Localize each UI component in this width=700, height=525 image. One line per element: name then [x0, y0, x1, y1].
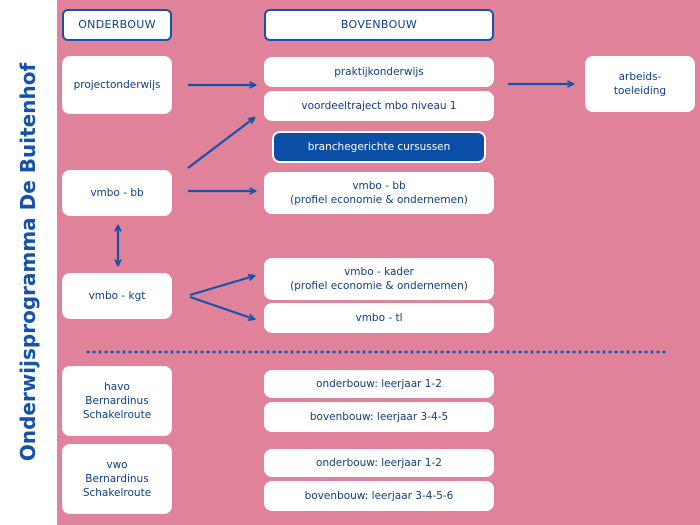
box-branchegerichte-cursussen: branchegerichte cursussen — [272, 131, 486, 163]
box-vwo-onderbouw: onderbouw: leerjaar 1-2 — [264, 449, 494, 477]
box-arbeidstoeleiding: arbeids- toeleiding — [585, 56, 695, 112]
arrow-vmbo-bb-to-voordeeltraject — [187, 118, 254, 169]
box-praktijkonderwijs: praktijkonderwijs — [264, 57, 494, 87]
box-vmbo-kgt-left: vmbo - kgt — [62, 273, 172, 319]
box-vmbo-bb-right: vmbo - bb (profiel economie & ondernemen… — [264, 172, 494, 214]
box-vmbo-bb-left: vmbo - bb — [62, 170, 172, 216]
box-havo-onderbouw: onderbouw: leerjaar 1-2 — [264, 370, 494, 398]
arrow-kgt-to-tl — [189, 295, 254, 319]
header-bovenbouw: BOVENBOUW — [264, 9, 494, 41]
header-onderbouw: ONDERBOUW — [62, 9, 172, 41]
box-vmbo-kader: vmbo - kader (profiel economie & onderne… — [264, 258, 494, 300]
sidebar: Onderwijsprogramma De Buitenhof — [0, 0, 57, 525]
box-vwo-left: vwo Bernardinus Schakelroute — [62, 444, 172, 514]
box-havo-left: havo Bernardinus Schakelroute — [62, 366, 172, 436]
box-vmbo-tl: vmbo - tl — [264, 303, 494, 333]
box-voordeeltraject: voordeeltraject mbo niveau 1 — [264, 91, 494, 121]
box-projectonderwijs: projectonderwijs — [62, 56, 172, 114]
arrow-kgt-to-kader — [189, 276, 254, 297]
box-vwo-bovenbouw: bovenbouw: leerjaar 3-4-5-6 — [264, 481, 494, 511]
box-havo-bovenbouw: bovenbouw: leerjaar 3-4-5 — [264, 402, 494, 432]
